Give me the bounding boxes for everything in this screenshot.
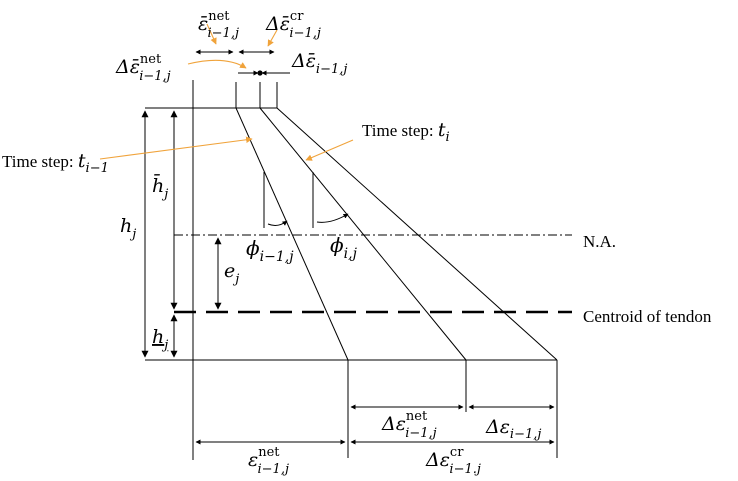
vertical-dimensions	[141, 110, 222, 358]
mid-delta-label: Δεi−1,j	[485, 416, 541, 442]
section-outline	[145, 80, 557, 460]
phi-curr-label: ϕi,j	[330, 233, 358, 262]
top-dot-marker	[257, 70, 263, 76]
phi-prev-arc	[267, 220, 288, 226]
leader-top-net	[206, 23, 217, 45]
e-label: ej	[224, 260, 239, 287]
strain-profiles	[235, 107, 558, 458]
leader-time-prev	[99, 136, 253, 160]
hunder-label: hj	[152, 326, 168, 353]
tendon-centroid-label: Centroid of tendon	[583, 307, 712, 326]
leader-top-cr	[267, 29, 278, 47]
phi-curr-arc	[316, 213, 349, 223]
phi-prev-label: ϕi−1,j	[246, 236, 294, 265]
time-step-curr-label: Time step: ti	[362, 119, 450, 145]
leader-left-net	[187, 59, 247, 69]
horizontal-dimensions	[195, 49, 555, 445]
curvature-markers	[263, 172, 349, 228]
profile-line-prev	[235, 107, 349, 361]
profile-line-mid	[259, 107, 467, 361]
h-label: hj	[120, 215, 136, 242]
hbar-label: h̄j	[152, 173, 168, 202]
time-step-prev-label: Time step: ti−1	[2, 150, 109, 176]
leader-time-curr	[305, 139, 354, 161]
leader-lines	[99, 23, 354, 161]
right-delta-label: Δε̄i−1,j	[291, 50, 347, 77]
neutral-axis-label: N.A.	[583, 232, 616, 251]
profile-line-curr	[276, 107, 558, 361]
